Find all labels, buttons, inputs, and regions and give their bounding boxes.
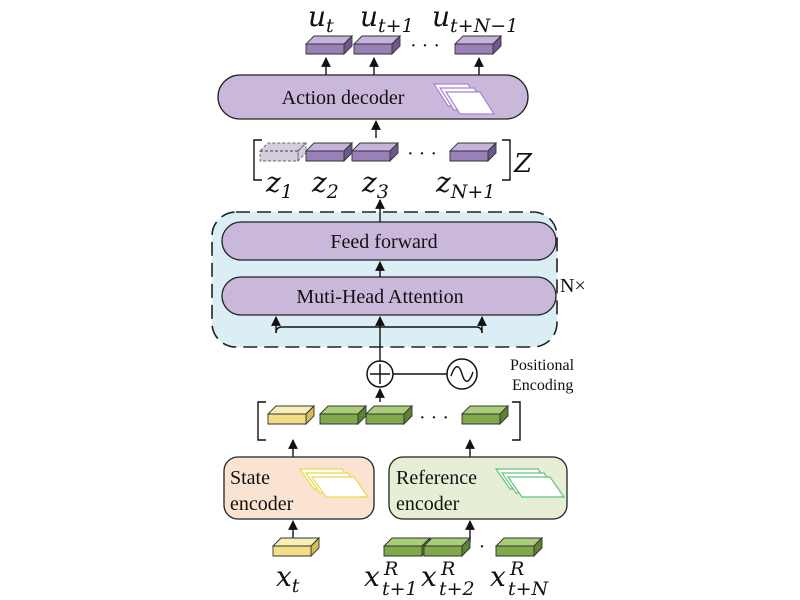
ref-input-label-2-sub: t+2 <box>439 578 475 600</box>
output-ellipsis: · · · <box>410 35 440 57</box>
stacked-layers-icon <box>298 468 370 498</box>
embedding-bracket-right <box>512 401 521 441</box>
repeat-label: N× <box>560 275 586 297</box>
stacked-layers-icon <box>494 468 566 498</box>
latent-token-3 <box>350 141 400 163</box>
attention-label: Muti-Head Attention <box>296 286 463 308</box>
input-token-ref-2 <box>422 536 472 558</box>
feed-forward-box <box>221 221 557 261</box>
ref-input-label-2-base: x <box>421 560 437 593</box>
reference-encoder-label-line1: Reference <box>396 467 477 489</box>
state-encoder-label-line1: State <box>230 467 270 489</box>
positional-label-line1: Positional <box>510 357 575 374</box>
ref-input-label-1-sup: R <box>383 558 398 580</box>
ref-input-label-3-sup: R <box>509 558 524 580</box>
embedding-token-ref-3 <box>460 404 510 426</box>
ref-input-label-2-sup: R <box>440 558 455 580</box>
latent-label-2: z2 <box>311 166 339 203</box>
embedding-token-ref-1 <box>318 404 368 426</box>
positional-label-line2: Encoding <box>512 377 573 394</box>
embedding-ellipsis: · · · <box>419 407 449 429</box>
action-decoder-label: Action decoder <box>282 87 405 109</box>
attention-box <box>221 276 557 316</box>
input-token-ref-3 <box>494 536 544 558</box>
latent-label-1: z1 <box>265 166 293 203</box>
stacked-layers-icon <box>432 83 496 115</box>
embedding-token-state <box>266 404 316 426</box>
latent-token-2 <box>304 141 354 163</box>
ref-input-label-1-sub: t+1 <box>382 578 418 600</box>
embedding-bracket-left <box>257 401 266 441</box>
output-token-3 <box>453 34 503 56</box>
latent-token-1 <box>258 141 308 163</box>
output-label-3: ut+N−1 <box>432 0 518 37</box>
output-token-1 <box>304 34 354 56</box>
output-label-1: ut <box>308 0 334 37</box>
output-token-2 <box>352 34 402 56</box>
latent-ellipsis: · · · <box>407 143 437 165</box>
feed-forward-label: Feed forward <box>330 231 437 253</box>
latent-bracket-left <box>253 139 262 181</box>
reference-encoder-label-line2: encoder <box>396 493 460 515</box>
input-token-ref-1 <box>382 536 432 558</box>
latent-set-label: Z <box>513 149 533 179</box>
input-token-state <box>271 536 321 558</box>
latent-token-4 <box>448 141 498 163</box>
state-input-label: xt <box>276 560 300 597</box>
input-ellipsis: · <box>479 536 486 558</box>
latent-bracket-right <box>502 139 511 181</box>
latent-label-4: zN+1 <box>435 166 495 203</box>
ref-input-label-3-base: x <box>490 560 506 593</box>
ref-input-label-1-base: x <box>364 560 380 593</box>
output-label-2: ut+1 <box>360 0 414 37</box>
state-encoder-label-line2: encoder <box>230 493 294 515</box>
embedding-token-ref-2 <box>364 404 414 426</box>
latent-label-3: z3 <box>361 166 389 203</box>
ref-input-label-3-sub: t+N <box>508 578 550 600</box>
